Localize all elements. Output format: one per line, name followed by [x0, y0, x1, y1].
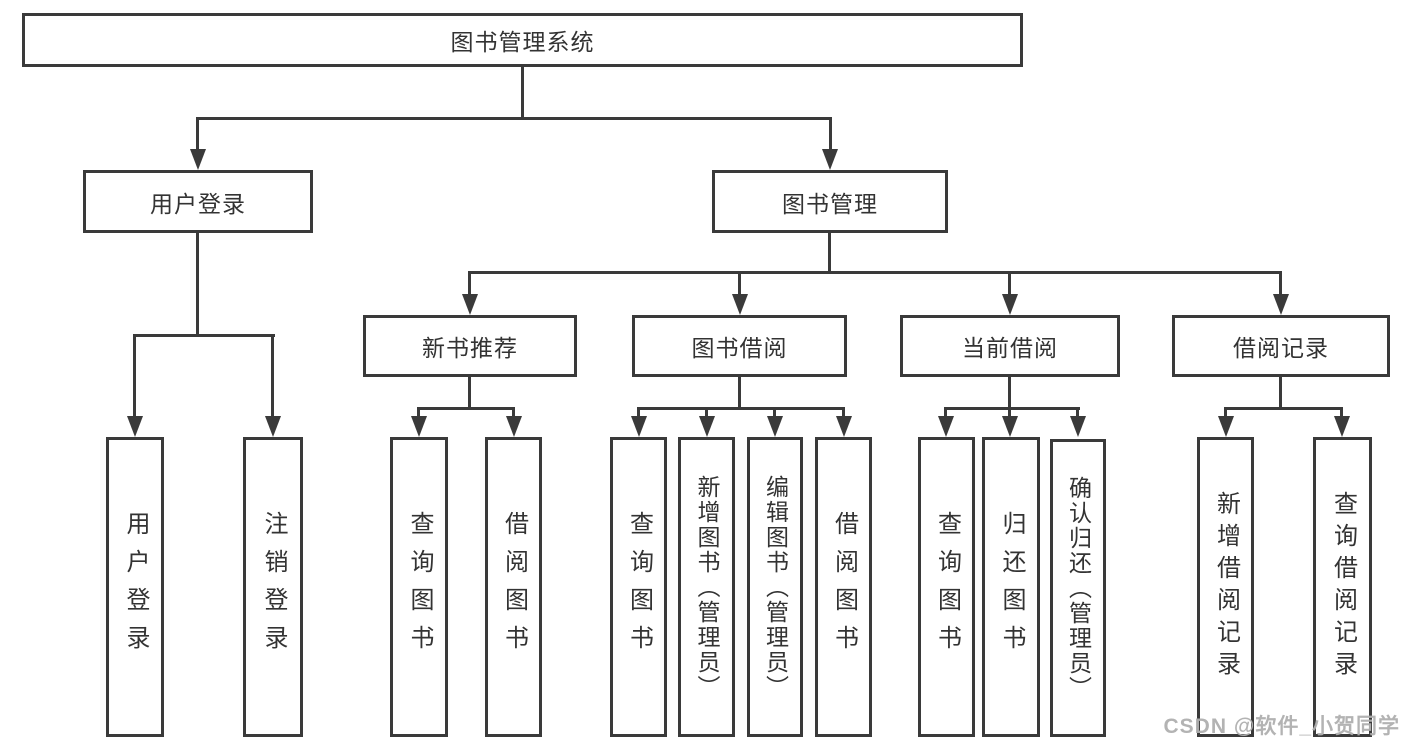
leaf-query-book-borrow: 查询图书 — [610, 437, 667, 737]
connector-line — [1008, 407, 1011, 417]
arrow-down-icon — [265, 416, 281, 437]
node-new-book-recommend-label: 新书推荐 — [422, 335, 518, 361]
leaf-return-book-label: 归还图书 — [998, 511, 1025, 663]
connector-line — [1224, 407, 1227, 417]
arrow-down-icon — [462, 294, 478, 315]
node-book-management: 图书管理 — [712, 170, 948, 233]
leaf-query-book-borrow-label: 查询图书 — [625, 511, 653, 663]
arrow-down-icon — [411, 416, 427, 437]
leaf-add-book-admin: 新增图书（管理员） — [678, 437, 735, 737]
connector-line — [417, 407, 515, 410]
connector-line — [468, 271, 1282, 274]
leaf-query-book-current: 查询图书 — [918, 437, 975, 737]
connector-line — [196, 233, 199, 337]
leaf-query-book-current-label: 查询图书 — [933, 511, 961, 663]
connector-line — [133, 334, 275, 337]
leaf-add-book-admin-label: 新增图书（管理员） — [694, 474, 720, 700]
connector-line — [829, 117, 832, 150]
arrow-down-icon — [699, 416, 715, 437]
connector-line — [271, 334, 274, 417]
connector-line — [842, 407, 845, 417]
arrow-down-icon — [631, 416, 647, 437]
node-book-borrow-label: 图书借阅 — [691, 335, 788, 361]
connector-line — [944, 407, 1080, 410]
leaf-edit-book-admin-label: 编辑图书（管理员） — [762, 474, 789, 700]
arrow-down-icon — [1273, 294, 1289, 315]
connector-line — [521, 67, 524, 120]
arrow-down-icon — [1002, 294, 1018, 315]
leaf-user-login: 用户登录 — [106, 437, 164, 737]
node-book-management-label: 图书管理 — [782, 190, 878, 217]
connector-line — [1076, 407, 1079, 417]
leaf-edit-book-admin: 编辑图书（管理员） — [747, 437, 803, 737]
leaf-user-login-label: 用户登录 — [122, 511, 149, 663]
connector-line — [196, 117, 832, 120]
arrow-down-icon — [836, 416, 852, 437]
connector-line — [468, 377, 471, 410]
connector-line — [1279, 271, 1282, 295]
node-root-label: 图书管理系统 — [450, 29, 595, 55]
leaf-query-borrow-record: 查询借阅记录 — [1313, 437, 1372, 737]
node-user-login-label: 用户登录 — [150, 190, 246, 217]
leaf-logout-label: 注销登录 — [260, 511, 287, 663]
connector-line — [1340, 407, 1343, 417]
arrow-down-icon — [1002, 416, 1018, 437]
connector-line — [944, 407, 947, 417]
leaf-query-book-recommend-label: 查询图书 — [406, 511, 433, 663]
leaf-borrow-book-label: 借阅图书 — [830, 511, 858, 663]
node-book-borrow: 图书借阅 — [632, 315, 847, 377]
connector-line — [1224, 407, 1343, 410]
leaf-borrow-book: 借阅图书 — [815, 437, 872, 737]
connector-line — [705, 407, 708, 417]
node-root: 图书管理系统 — [22, 13, 1023, 67]
connector-line — [133, 334, 136, 417]
node-user-login: 用户登录 — [83, 170, 313, 233]
leaf-confirm-return-admin-label: 确认归还（管理员） — [1065, 475, 1092, 701]
connector-line — [637, 407, 640, 417]
connector-line — [417, 407, 420, 417]
arrow-down-icon — [767, 416, 783, 437]
connector-line — [738, 271, 741, 295]
arrow-down-icon — [127, 416, 143, 437]
connector-line — [1279, 377, 1282, 410]
node-current-borrow-label: 当前借阅 — [962, 335, 1058, 361]
node-borrow-record-label: 借阅记录 — [1233, 335, 1329, 361]
arrow-down-icon — [1334, 416, 1350, 437]
connector-line — [1008, 271, 1011, 295]
connector-line — [512, 407, 515, 417]
connector-line — [773, 407, 776, 417]
node-borrow-record: 借阅记录 — [1172, 315, 1390, 377]
connector-line — [468, 271, 471, 295]
arrow-down-icon — [190, 149, 206, 170]
csdn-watermark: CSDN @软件_小贺同学 — [1163, 715, 1400, 738]
arrow-down-icon — [938, 416, 954, 437]
connector-line — [1008, 377, 1011, 410]
arrow-down-icon — [822, 149, 838, 170]
leaf-borrow-book-recommend: 借阅图书 — [485, 437, 542, 737]
leaf-query-book-recommend: 查询图书 — [390, 437, 448, 737]
leaf-query-borrow-record-label: 查询借阅记录 — [1329, 491, 1357, 683]
leaf-logout: 注销登录 — [243, 437, 303, 737]
leaf-borrow-book-recommend-label: 借阅图书 — [500, 511, 528, 663]
arrow-down-icon — [1218, 416, 1234, 437]
leaf-add-borrow-record-label: 新增借阅记录 — [1212, 491, 1240, 683]
leaf-add-borrow-record: 新增借阅记录 — [1197, 437, 1254, 737]
leaf-return-book: 归还图书 — [982, 437, 1040, 737]
node-current-borrow: 当前借阅 — [900, 315, 1120, 377]
connector-line — [738, 377, 741, 410]
connector-line — [196, 117, 199, 150]
arrow-down-icon — [732, 294, 748, 315]
connector-line — [828, 233, 831, 274]
leaf-confirm-return-admin: 确认归还（管理员） — [1050, 439, 1106, 737]
node-new-book-recommend: 新书推荐 — [363, 315, 577, 377]
arrow-down-icon — [1070, 416, 1086, 437]
connector-line — [637, 407, 845, 410]
arrow-down-icon — [506, 416, 522, 437]
